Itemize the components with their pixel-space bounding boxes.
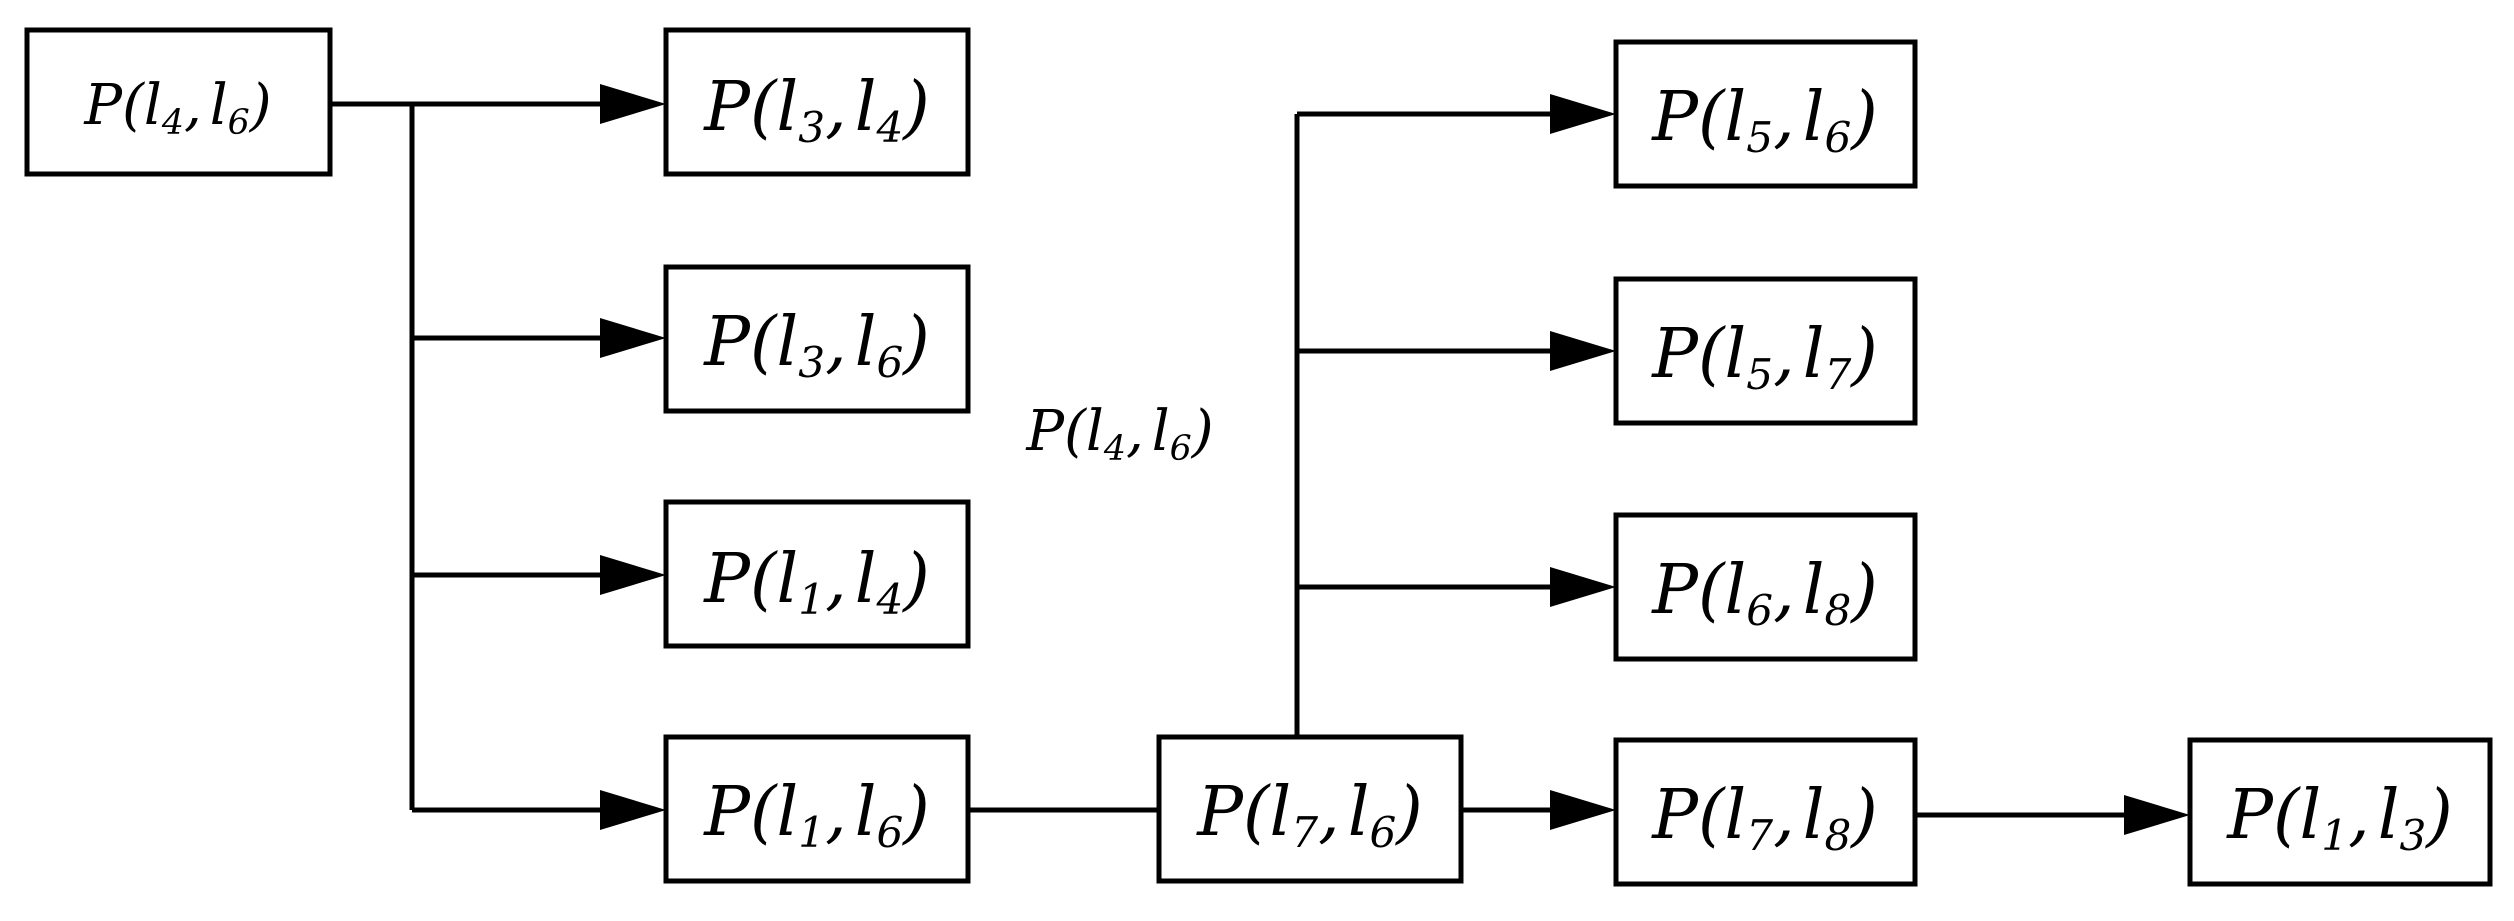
- node-box: [1613, 276, 1918, 426]
- node-box: [1156, 734, 1464, 884]
- node-n7: P(l5,l7): [1613, 276, 1918, 426]
- node-box: [24, 27, 333, 177]
- node-box: [1613, 737, 1918, 887]
- node-label: P(l4,l6): [83, 73, 271, 143]
- node-label: P(l7,l8): [1650, 776, 1878, 860]
- arrowhead-n4: [600, 790, 666, 830]
- floating-label: P(l4,l6): [1025, 399, 1213, 469]
- node-n8: P(l6,l8): [1613, 512, 1918, 662]
- arrowhead-n10: [2124, 795, 2190, 835]
- node-n2: P(l3,l6): [663, 264, 971, 414]
- arrowhead-n2: [600, 318, 666, 358]
- node-n3: P(l1,l4): [663, 499, 971, 649]
- node-box: [663, 27, 971, 177]
- node-n5: P(l7,l6): [1156, 734, 1464, 884]
- connectors: [330, 101, 2134, 818]
- arrowhead-n9: [1550, 790, 1616, 830]
- node-n4: P(l1,l6): [663, 734, 971, 884]
- node-box: [663, 264, 971, 414]
- node-box: [663, 499, 971, 649]
- node-n1: P(l3,l4): [663, 27, 971, 177]
- node-n10: P(l1,l3): [2187, 737, 2493, 887]
- node-box: [1613, 39, 1918, 189]
- arrowhead-n6: [1550, 94, 1616, 134]
- node-n9: P(l7,l8): [1613, 737, 1918, 887]
- arrowhead-n3: [600, 555, 666, 595]
- arrowhead-n7: [1550, 331, 1616, 371]
- node-n0: P(l4,l6): [24, 27, 333, 177]
- node-box: [2187, 737, 2493, 887]
- arrowhead-n1: [600, 84, 666, 124]
- node-box: [1613, 512, 1918, 662]
- node-n6: P(l5,l6): [1613, 39, 1918, 189]
- node-box: [663, 734, 971, 884]
- arrowhead-n8: [1550, 567, 1616, 607]
- arrowheads: [600, 84, 2190, 835]
- node-label: P(l5,l6): [1650, 78, 1878, 162]
